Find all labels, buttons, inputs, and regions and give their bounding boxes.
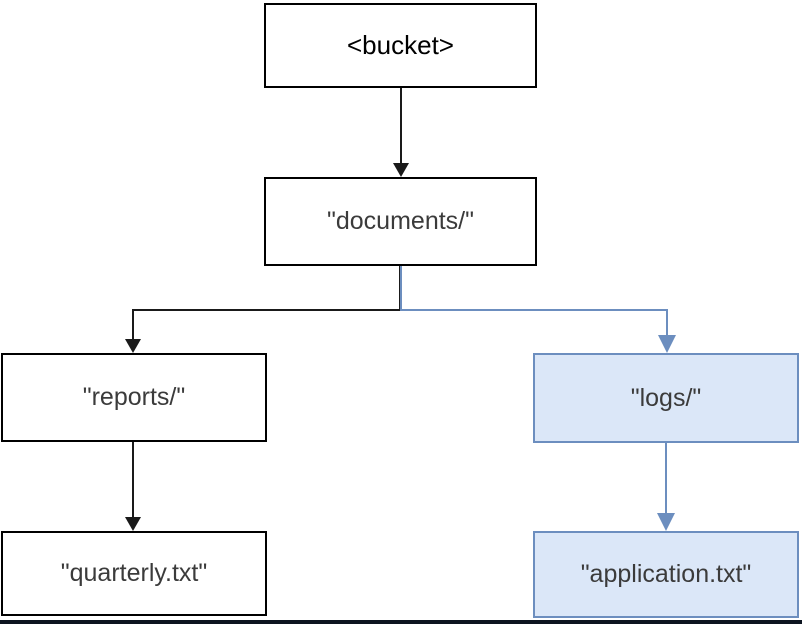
node-quarterly-label: "quarterly.txt" [60,559,208,587]
node-logs-label: "logs/" [630,383,702,412]
edge-documents-reports-hline [132,309,401,311]
edge-bucket-documents-line [400,88,402,164]
node-logs: "logs/" [533,353,799,443]
node-application: "application.txt" [533,531,799,618]
edge-reports-quarterly-line [132,442,134,519]
node-documents-label: "documents/" [327,207,474,235]
edge-documents-reports-arrowhead-icon [125,339,141,353]
node-application-label: "application.txt" [580,560,752,588]
edge-logs-application-arrowhead-icon [657,513,675,531]
node-quarterly: "quarterly.txt" [1,531,267,616]
bottom-edge-bar [0,620,802,624]
node-documents: "documents/" [264,177,537,266]
edge-documents-logs-hline [400,309,668,311]
edge-documents-logs-vline [666,309,668,336]
node-reports: "reports/" [1,353,267,442]
edge-reports-quarterly-arrowhead-icon [125,517,141,531]
edge-logs-application-line [665,443,667,514]
node-bucket-label: <bucket> [347,30,454,60]
node-bucket: <bucket> [264,3,537,88]
edge-bucket-documents-arrowhead-icon [393,163,409,177]
edge-documents-stem-line [399,266,402,310]
edge-documents-logs-arrowhead-icon [658,335,676,353]
edge-documents-reports-vline [132,309,134,341]
node-reports-label: "reports/" [82,383,186,411]
